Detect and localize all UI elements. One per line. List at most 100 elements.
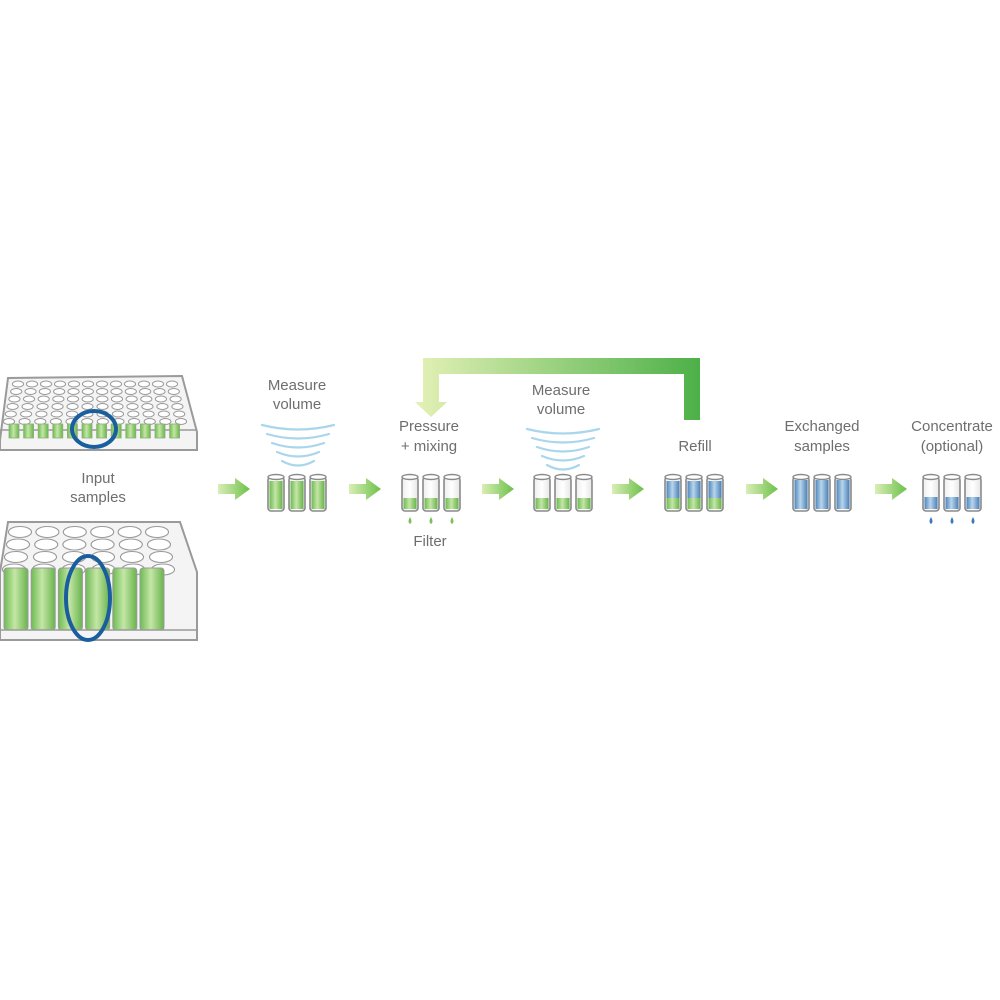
measure2-label-line1: Measure xyxy=(532,382,590,399)
well xyxy=(52,395,65,403)
sample-tube xyxy=(112,567,138,631)
well xyxy=(37,395,50,403)
measure2-label-line2: volume xyxy=(537,401,585,418)
well xyxy=(153,388,166,395)
sample-tube xyxy=(139,567,165,631)
well xyxy=(81,380,95,388)
well xyxy=(110,395,124,403)
sound-wave xyxy=(525,427,601,435)
well xyxy=(35,410,48,418)
droplet xyxy=(429,517,433,524)
concentrate-label-line1: Concentrate xyxy=(911,418,993,435)
well xyxy=(157,410,170,418)
blue-fluid xyxy=(836,480,850,509)
sample-tube xyxy=(8,423,20,439)
filter-label: Filter xyxy=(413,533,446,550)
plate-96-well xyxy=(0,374,198,451)
well xyxy=(50,410,63,418)
well xyxy=(109,380,123,388)
tubes-measure-2 xyxy=(533,473,593,512)
sound-wave xyxy=(275,450,321,458)
well xyxy=(171,403,184,410)
sample-tube xyxy=(169,423,181,439)
well xyxy=(140,395,153,403)
green-fluid xyxy=(290,481,304,509)
tube-rim xyxy=(288,473,306,481)
well xyxy=(148,550,174,564)
well xyxy=(127,410,140,418)
well xyxy=(169,395,182,403)
well xyxy=(118,538,143,551)
well xyxy=(39,380,53,388)
well xyxy=(110,388,123,395)
droplet xyxy=(929,517,933,524)
sample-tube xyxy=(3,567,29,631)
sample-tube xyxy=(139,423,151,439)
plate-24-well xyxy=(0,521,198,642)
well xyxy=(81,403,94,410)
well xyxy=(151,380,165,388)
well xyxy=(53,380,67,388)
well xyxy=(174,418,188,425)
well xyxy=(96,403,109,410)
well xyxy=(139,388,152,395)
blue-fluid xyxy=(815,480,829,509)
blue-fluid xyxy=(924,497,938,509)
well xyxy=(66,403,79,410)
tube-rim xyxy=(706,473,724,481)
well xyxy=(62,525,87,539)
tube-rim xyxy=(309,473,327,481)
tube-rim xyxy=(575,473,593,481)
well xyxy=(11,380,25,388)
tube-rim xyxy=(422,473,440,481)
sample-tube xyxy=(154,423,166,439)
well xyxy=(22,395,36,403)
blue-fluid xyxy=(666,481,680,498)
well xyxy=(51,403,64,410)
well xyxy=(144,525,170,539)
green-fluid xyxy=(535,498,549,509)
well xyxy=(34,538,59,551)
green-fluid xyxy=(577,498,591,509)
pressure-label-line2: + mixing xyxy=(401,438,457,455)
tube-rim xyxy=(443,473,461,481)
well xyxy=(32,550,58,564)
green-fluid xyxy=(556,498,570,509)
tube-rim xyxy=(922,473,940,481)
well xyxy=(117,525,142,539)
measure-waves-1 xyxy=(260,423,336,467)
well xyxy=(65,410,79,418)
tube-rim xyxy=(813,473,831,481)
well xyxy=(90,525,115,539)
green-fluid xyxy=(269,481,283,509)
well xyxy=(7,525,33,539)
step-arrow xyxy=(349,478,381,500)
tubes-concentrate xyxy=(922,473,982,524)
well xyxy=(156,403,169,410)
well xyxy=(142,410,155,418)
well xyxy=(10,388,23,395)
well xyxy=(25,380,39,388)
refill-label: Refill xyxy=(678,438,711,455)
well xyxy=(95,380,109,388)
measure1-label-line2: volume xyxy=(273,396,321,413)
well xyxy=(67,380,81,388)
well xyxy=(146,538,172,551)
green-fluid xyxy=(424,498,438,509)
droplet xyxy=(971,517,975,524)
sound-wave xyxy=(270,441,326,449)
well xyxy=(165,380,179,388)
input-label-line1: Input xyxy=(81,470,115,487)
well xyxy=(4,410,17,418)
tube-rim xyxy=(554,473,572,481)
tube-rim xyxy=(964,473,982,481)
sound-wave xyxy=(260,423,336,431)
well xyxy=(124,388,137,395)
well xyxy=(81,395,94,403)
green-fluid xyxy=(403,498,417,509)
sound-wave xyxy=(280,459,316,467)
sample-tube xyxy=(96,423,107,439)
concentrate-label-line2: (optional) xyxy=(921,438,984,455)
well xyxy=(96,388,109,395)
sample-tube xyxy=(81,423,93,439)
